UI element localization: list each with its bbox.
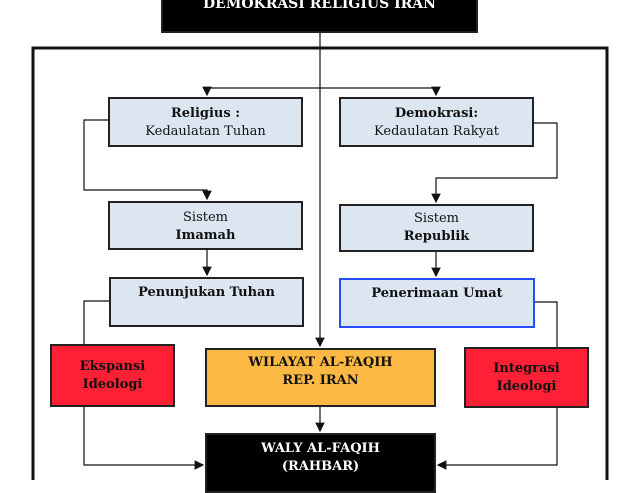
waly-line1: WALY AL-FAQIH xyxy=(261,441,380,456)
religius-title: Religius : xyxy=(170,106,241,121)
demokrasi-subtitle: Kedaulatan Rakyat xyxy=(374,124,499,139)
waly-box: WALY AL-FAQIH (RAHBAR) xyxy=(205,433,436,493)
waly-line2: (RAHBAR) xyxy=(281,459,360,474)
title-text: DEMOKRASI RELIGIUS IRAN xyxy=(203,0,436,12)
connectors xyxy=(31,33,609,480)
demokrasi-box: Demokrasi: Kedaulatan Rakyat xyxy=(339,97,534,147)
wilayat-box: WILAYAT AL-FAQIH REP. IRAN xyxy=(205,348,436,407)
demokrasi-title: Demokrasi: xyxy=(394,106,479,121)
penunjukan-box: Penunjukan Tuhan xyxy=(109,277,304,327)
penerimaan-box: Penerimaan Umat xyxy=(339,278,535,328)
republik-name: Republik xyxy=(403,229,470,244)
republik-label: Sistem xyxy=(414,211,459,226)
religius-box: Religius : Kedaulatan Tuhan xyxy=(108,97,303,147)
ekspansi-line2: Ideologi xyxy=(82,376,143,392)
religius-subtitle: Kedaulatan Tuhan xyxy=(145,124,266,139)
wilayat-line2: REP. IRAN xyxy=(282,373,359,388)
integrasi-line1: Integrasi xyxy=(493,360,560,376)
penerimaan-text: Penerimaan Umat xyxy=(371,286,503,301)
imamah-name: Imamah xyxy=(175,228,236,243)
ekspansi-line1: Ekspansi xyxy=(79,358,146,374)
imamah-label: Sistem xyxy=(183,210,228,225)
title-box: DEMOKRASI RELIGIUS IRAN xyxy=(161,0,478,33)
penunjukan-text: Penunjukan Tuhan xyxy=(138,285,275,300)
integrasi-line2: Ideologi xyxy=(496,378,557,394)
wilayat-line1: WILAYAT AL-FAQIH xyxy=(248,355,393,370)
